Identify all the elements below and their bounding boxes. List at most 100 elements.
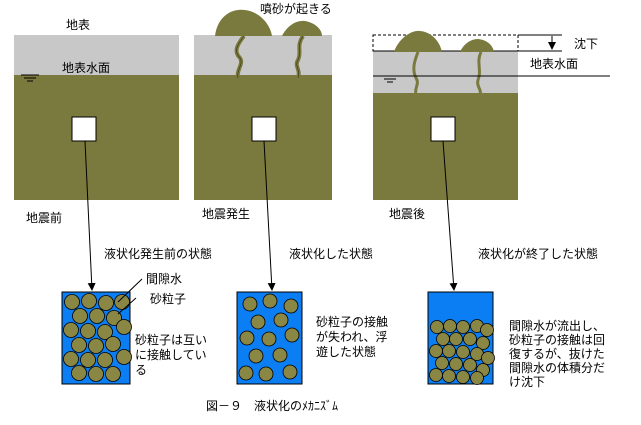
sand-grain [429,368,443,382]
sand-grain [80,323,96,339]
sand-boil-crack-1-edge [236,35,245,79]
sand-grain [98,295,114,311]
micro-before [61,291,132,385]
label-during-quake: 地震発生 [202,207,250,221]
sand-grain [97,352,113,368]
sand-grain [480,323,494,337]
panel-before-quake: 地表 地表水面 地震前 [14,18,179,291]
sand-grains [238,293,300,382]
sand-grain [261,331,277,347]
description-line: 砂粒子の接触 [316,314,388,329]
sand-grain [71,365,87,381]
sand-boil-crack-2 [476,51,483,95]
description-line: る [135,363,147,377]
sand-grain [105,336,121,352]
sand-grain [442,369,456,383]
sand-grain [250,314,266,330]
sand-grain [89,308,105,324]
sand-grain [72,308,88,324]
sand-grain [63,351,79,367]
sand-grain [239,330,255,346]
description-line: 遊した状態 [316,344,376,359]
sand-grain [97,324,113,340]
micro-during [236,291,303,385]
surface-layer [14,35,179,75]
description-line: 間隙水が流出し、 [509,318,605,333]
sand-grain [476,336,490,350]
label-surface: 地表 [66,18,90,32]
sand-grain [272,347,288,363]
sand-boil-mound-1 [394,30,442,52]
sand-grain [456,345,470,359]
description-line: 復するが、抜けた [509,346,605,361]
sand-grain [273,312,289,328]
legend-pointer-sand-grain [117,297,137,315]
sand-grain [258,366,274,382]
sand-grains [63,293,132,382]
sand-boil-mound-2 [460,39,494,52]
sand-grain [81,293,97,309]
label-sand-boil: 噴砂が起きる [260,1,332,16]
sand-grain [470,371,484,385]
sand-grain [88,338,104,354]
sand-grain [456,370,470,384]
description-line: が失われ、浮 [316,329,388,344]
legend-pore-water: 間隙水 [146,272,182,286]
sand-grain [114,294,130,310]
description-line: 間隙水の体積分だ [509,360,605,375]
sand-boil-crack-2-edge [296,35,304,79]
sand-grain [106,310,122,326]
description-after: 間隙水が流出し、 砂粒子の接触は回 復するが、抜けた 間隙水の体積分だ け沈下 [509,318,609,389]
label-subsidence: 沈下 [574,36,598,51]
sample-window [71,116,97,142]
figure-caption: 図－９ 液状化のﾒｶﾆｽﾞﾑ [206,398,338,413]
sand-grain [443,319,457,333]
sand-grains [429,319,495,385]
sand-grain [88,366,104,382]
description-before: 砂粒子は互い に接触してい る [135,332,211,377]
sand-grain [282,364,298,380]
label-after-quake: 地震後 [389,207,425,221]
sand-grain [248,348,264,364]
sand-grain [435,356,449,370]
sand-grain [80,352,96,368]
sand-grain [430,320,444,334]
sand-grain [442,344,456,358]
description-line: け沈下 [509,374,545,389]
label-before-quake: 地震前 [26,210,62,225]
sand-grain [463,358,477,372]
sand-boil-mound-2 [282,20,322,36]
sand-grain [481,351,495,365]
sand-boil-mound-1 [215,9,272,36]
description-line: に接触してい [135,347,207,362]
sand-grain [262,293,278,309]
sample-window [430,116,456,142]
sand-grain [242,296,258,312]
sand-grain [71,337,87,353]
saturated-soil [373,93,518,200]
label-water-table: 地表水面 [62,61,110,75]
description-line: 砂粒子は互い [135,332,207,347]
arrow-during [263,140,276,291]
sand-grain [238,365,254,381]
sand-grain [116,349,132,365]
sample-window [251,116,277,142]
sand-grain [63,322,79,338]
arrow-after [442,140,458,291]
sand-boil-crack-1 [412,51,420,95]
state-after-heading: 液状化が終了した状態 [478,246,598,261]
sand-grain [105,366,121,382]
panel-after-quake: 沈下 地表水面 地震後 [372,30,610,291]
legend-sand-grain: 砂粒子 [150,291,186,306]
sand-grain [456,320,470,334]
subsidence-indicator [518,34,562,52]
label-water-table: 地表水面 [530,57,578,71]
sand-grain [449,332,463,346]
surface-layer [373,51,518,93]
state-during-heading: 液状化した状態 [289,246,373,261]
sand-grain [116,319,132,335]
sand-grain [64,294,80,310]
sand-grain [284,327,300,343]
surface-layer [194,35,332,75]
sand-grain [283,298,299,314]
